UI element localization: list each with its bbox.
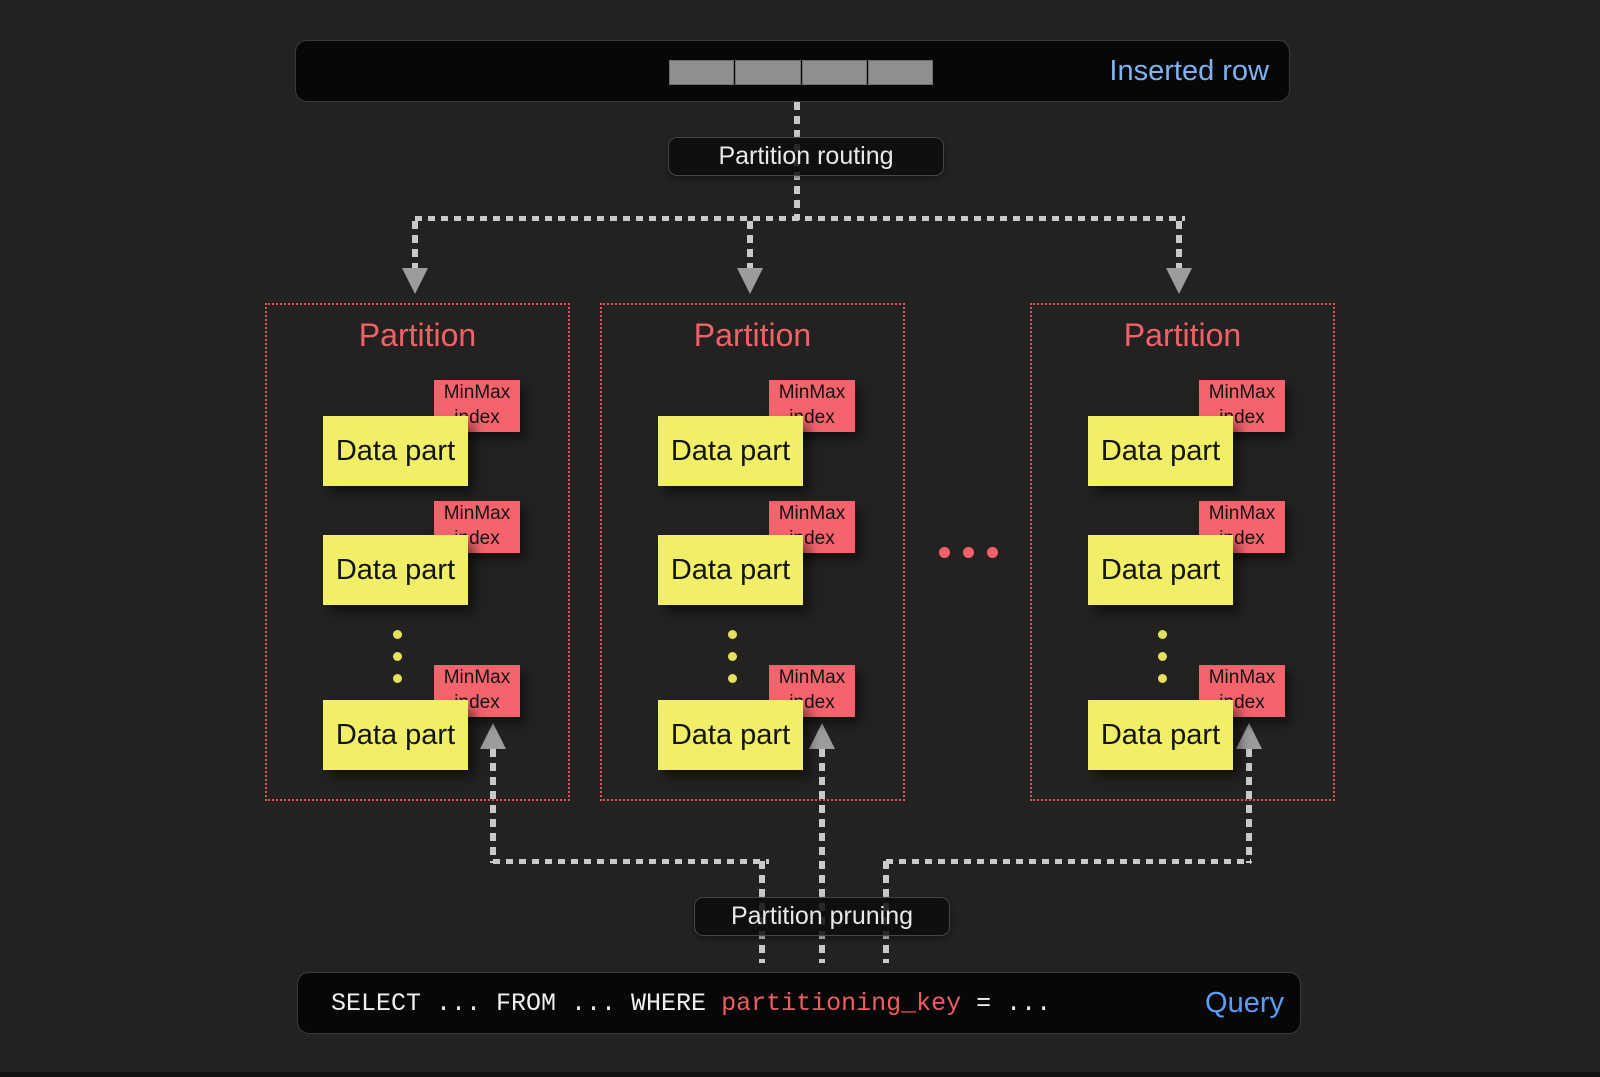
- partitions-ellipsis: [939, 547, 998, 558]
- query-code-suffix: = ...: [961, 989, 1052, 1018]
- bottom-edge: [0, 1072, 1600, 1077]
- partition-box-2: Partition MinMax index Data part MinMax …: [600, 303, 905, 801]
- partition-pruning-label: Partition pruning: [730, 902, 914, 930]
- arrow-down-icon: [737, 268, 763, 294]
- ellipsis-dot: [728, 630, 737, 639]
- inserted-row-segments: [668, 60, 934, 85]
- query-bar: SELECT ... FROM ... WHERE partitioning_k…: [297, 972, 1301, 1034]
- partition-title: Partition: [693, 317, 812, 353]
- partition-box-3: Partition MinMax index Data part MinMax …: [1030, 303, 1335, 801]
- ellipsis-dot: [939, 547, 950, 558]
- ellipsis-dot: [1158, 630, 1167, 639]
- ellipsis-dot: [728, 674, 737, 683]
- query-code-prefix: SELECT ... FROM ... WHERE: [331, 989, 722, 1018]
- ellipsis-dot: [1158, 652, 1167, 661]
- query-code: SELECT ... FROM ... WHERE partitioning_k…: [331, 989, 1051, 1018]
- partition-routing-label: Partition routing: [718, 142, 894, 170]
- query-label: Query: [1205, 987, 1284, 1019]
- ellipsis-dot: [393, 652, 402, 661]
- partition-title: Partition: [1123, 317, 1242, 353]
- data-part: Data part: [323, 700, 468, 770]
- ellipsis-dot: [1158, 674, 1167, 683]
- arrow-down-icon: [1166, 268, 1192, 294]
- row-segment: [867, 60, 934, 85]
- ellipsis-dot: [987, 547, 998, 558]
- routing-drop-line: [747, 221, 753, 268]
- arrow-up-icon: [480, 723, 506, 749]
- data-part: Data part: [658, 416, 803, 486]
- ellipsis-dot: [728, 652, 737, 661]
- arrow-down-icon: [402, 268, 428, 294]
- data-part: Data part: [658, 700, 803, 770]
- pruning-line: [490, 749, 496, 863]
- pruning-line: [1246, 749, 1252, 863]
- partition-box-1: Partition MinMax index Data part MinMax …: [265, 303, 570, 801]
- data-part: Data part: [1088, 700, 1233, 770]
- data-part: Data part: [1088, 535, 1233, 605]
- data-part: Data part: [323, 416, 468, 486]
- arrow-up-icon: [1236, 723, 1262, 749]
- partition-title: Partition: [358, 317, 477, 353]
- pruning-line: [819, 749, 825, 963]
- routing-drop-line: [1176, 221, 1182, 268]
- ellipsis-dot: [393, 630, 402, 639]
- row-segment: [668, 60, 735, 85]
- routing-drop-line: [412, 221, 418, 268]
- routing-branch-line: [415, 216, 1185, 221]
- arrow-up-icon: [809, 723, 835, 749]
- row-segment: [735, 60, 801, 85]
- partition-routing-pill: Partition routing: [668, 137, 944, 176]
- ellipsis-dot: [963, 547, 974, 558]
- query-partitioning-key: partitioning_key: [721, 989, 962, 1018]
- data-part: Data part: [323, 535, 468, 605]
- pruning-line: [886, 859, 1251, 864]
- partition-pruning-pill: Partition pruning: [694, 897, 950, 936]
- pruning-line: [493, 859, 769, 864]
- inserted-row-label: Inserted row: [1109, 55, 1269, 87]
- ellipsis-dot: [393, 674, 402, 683]
- data-part: Data part: [658, 535, 803, 605]
- row-segment: [801, 60, 867, 85]
- inserted-row-bar: Inserted row: [295, 40, 1290, 102]
- data-part: Data part: [1088, 416, 1233, 486]
